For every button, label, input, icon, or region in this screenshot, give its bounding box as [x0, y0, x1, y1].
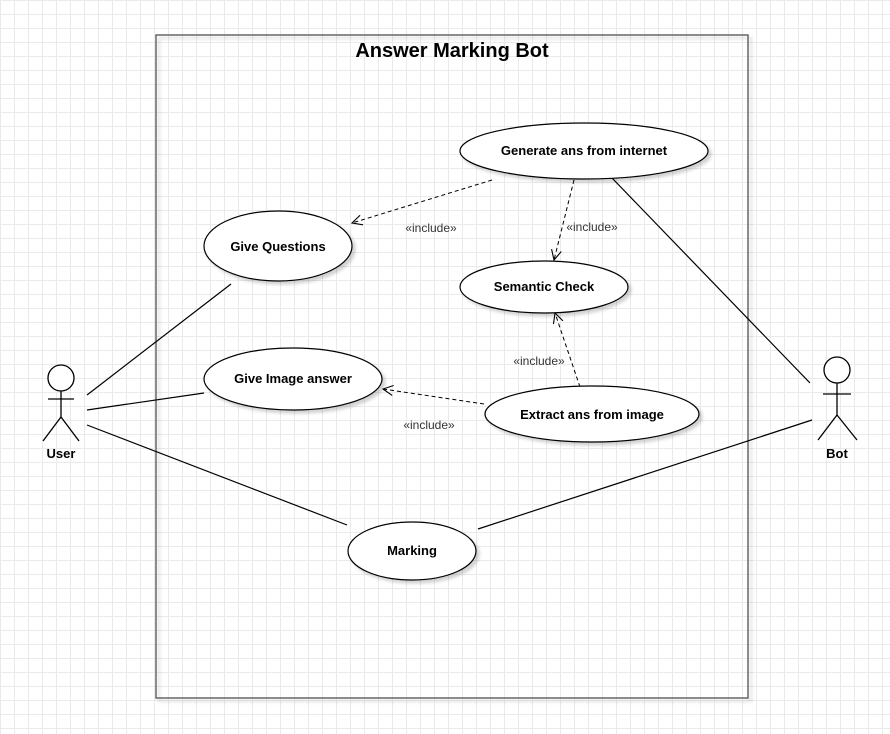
- actor-user[interactable]: User: [42, 364, 80, 461]
- use-case-give-image-answer[interactable]: Give Image answer: [203, 347, 383, 411]
- use-case-label: Marking: [387, 543, 437, 558]
- use-case-label: Extract ans from image: [520, 407, 664, 422]
- system-title: Answer Marking Bot: [355, 40, 549, 62]
- association-user-marking[interactable]: [86, 424, 348, 526]
- use-case-semantic-check[interactable]: Semantic Check: [459, 260, 629, 314]
- association-bot-generate[interactable]: [611, 177, 811, 384]
- include-label: «include»: [403, 418, 455, 432]
- use-case-extract-ans-from-image[interactable]: Extract ans from image: [484, 385, 700, 443]
- include-label: «include»: [566, 220, 618, 234]
- include-label: «include»: [405, 221, 457, 235]
- actor-label: User: [47, 446, 76, 461]
- stick-figure-icon: [817, 356, 858, 441]
- include-extract-image-answer[interactable]: [383, 389, 485, 405]
- use-case-label: Give Questions: [230, 239, 325, 254]
- use-case-generate-ans-from-internet[interactable]: Generate ans from internet: [459, 122, 709, 180]
- use-case-label: Semantic Check: [494, 279, 595, 294]
- use-case-give-questions[interactable]: Give Questions: [203, 210, 353, 282]
- include-label: «include»: [513, 354, 565, 368]
- system-boundary[interactable]: [155, 34, 749, 699]
- include-extract-semantic[interactable]: [555, 313, 581, 388]
- include-generate-questions[interactable]: [352, 179, 493, 223]
- stick-figure-icon: [42, 364, 80, 442]
- association-user-give-image-answer[interactable]: [86, 392, 205, 411]
- actor-bot[interactable]: Bot: [817, 356, 858, 461]
- use-case-label: Give Image answer: [234, 371, 352, 386]
- association-bot-marking[interactable]: [477, 419, 813, 530]
- use-case-marking[interactable]: Marking: [347, 521, 477, 581]
- use-case-label: Generate ans from internet: [501, 143, 668, 158]
- actor-label: Bot: [826, 446, 848, 461]
- association-user-give-questions[interactable]: [86, 283, 232, 396]
